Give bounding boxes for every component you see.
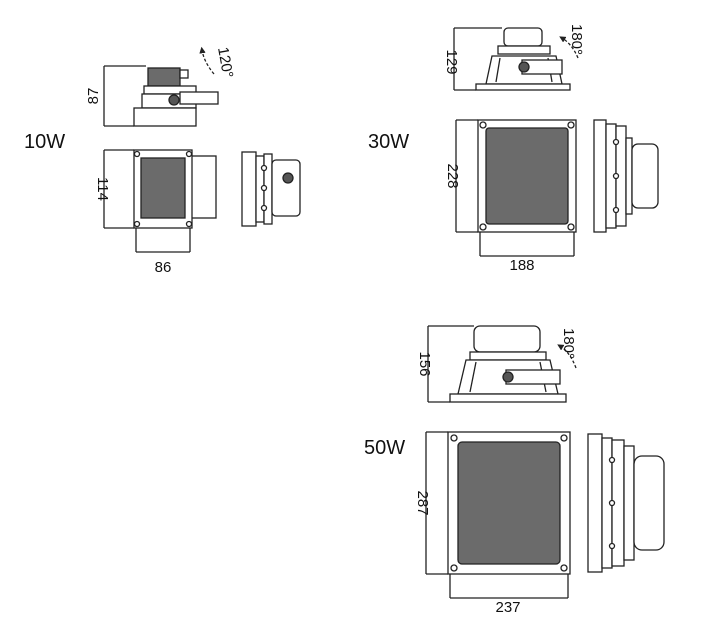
model-30w-angle-label: 180° bbox=[568, 24, 585, 55]
model-10w-side-view bbox=[133, 67, 219, 127]
model-50w-label: 50W bbox=[364, 437, 405, 459]
model-50w-front-height-label: 287 bbox=[414, 490, 431, 515]
model-50w-side-view bbox=[449, 325, 567, 403]
model-30w-end-view bbox=[593, 119, 659, 233]
model-50w-angle-label: 180° bbox=[560, 328, 577, 359]
model-50w-front-view bbox=[447, 431, 571, 575]
model-10w-front-height-label: 114 bbox=[94, 177, 111, 201]
model-30w: 30W 129 180° 228 bbox=[368, 24, 659, 274]
model-10w-height-label: 87 bbox=[85, 88, 102, 105]
model-30w-label: 30W bbox=[368, 131, 409, 153]
model-10w: 10W 87 120° 1 bbox=[24, 46, 301, 276]
model-10w-label: 10W bbox=[24, 131, 65, 153]
model-30w-side-view bbox=[475, 27, 571, 91]
model-30w-width-label: 188 bbox=[509, 257, 534, 274]
model-50w: 50W 156 180° 287 bbox=[364, 325, 665, 616]
model-50w-height-label: 156 bbox=[416, 351, 433, 376]
model-10w-end-view bbox=[241, 151, 301, 227]
model-10w-front-view bbox=[133, 149, 217, 229]
model-10w-angle-label: 120° bbox=[214, 46, 236, 80]
model-50w-end-view bbox=[587, 433, 665, 573]
model-30w-front-view bbox=[477, 119, 577, 233]
model-30w-height-label: 129 bbox=[443, 49, 460, 74]
model-10w-width-label: 86 bbox=[155, 259, 172, 276]
model-50w-width-label: 237 bbox=[495, 599, 520, 616]
model-30w-front-height-label: 228 bbox=[444, 163, 461, 188]
